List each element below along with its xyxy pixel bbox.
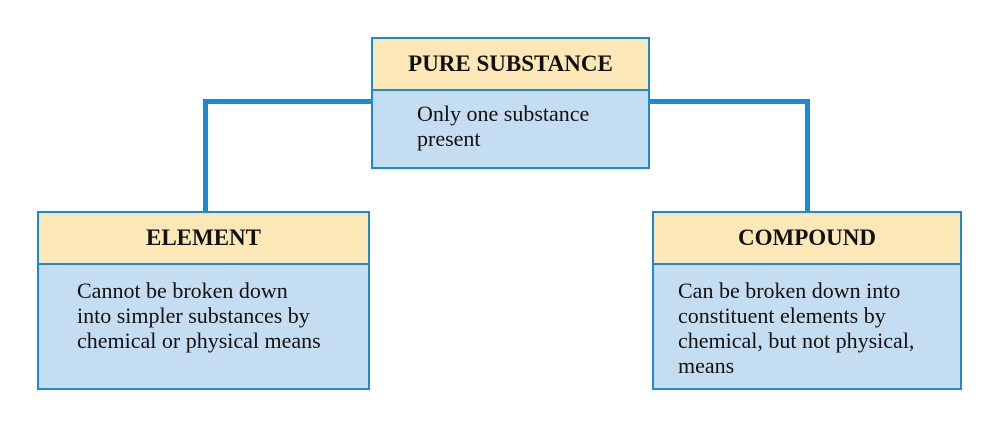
element-box: ELEMENT Cannot be broken down into simpl… xyxy=(37,211,370,390)
description-line: constituent elements by xyxy=(678,303,886,328)
description-line: means xyxy=(678,353,735,378)
compound-box: COMPOUND Can be broken down into constit… xyxy=(652,211,962,390)
description-line: Can be broken down into xyxy=(678,278,901,303)
compound-title: COMPOUND xyxy=(654,213,960,265)
description-line: into simpler substances by xyxy=(77,303,310,328)
description-line: present xyxy=(417,126,481,151)
description-line: Only one substance xyxy=(417,101,590,126)
description-line: chemical, but not physical, xyxy=(678,328,915,353)
connector-pure-to-compound-vertical xyxy=(805,99,810,213)
connector-pure-to-element-vertical xyxy=(203,99,208,213)
connector-pure-to-element-horizontal xyxy=(203,99,373,104)
element-description: Cannot be broken down into simpler subst… xyxy=(39,265,368,353)
pure-substance-title: PURE SUBSTANCE xyxy=(373,39,648,91)
pure-substance-box: PURE SUBSTANCE Only one substance presen… xyxy=(371,37,650,169)
pure-substance-description: Only one substance present xyxy=(373,91,648,151)
element-title: ELEMENT xyxy=(39,213,368,265)
description-line: chemical or physical means xyxy=(77,328,321,353)
description-line: Cannot be broken down xyxy=(77,278,288,303)
compound-description: Can be broken down into constituent elem… xyxy=(654,265,960,378)
connector-pure-to-compound-horizontal xyxy=(648,99,810,104)
